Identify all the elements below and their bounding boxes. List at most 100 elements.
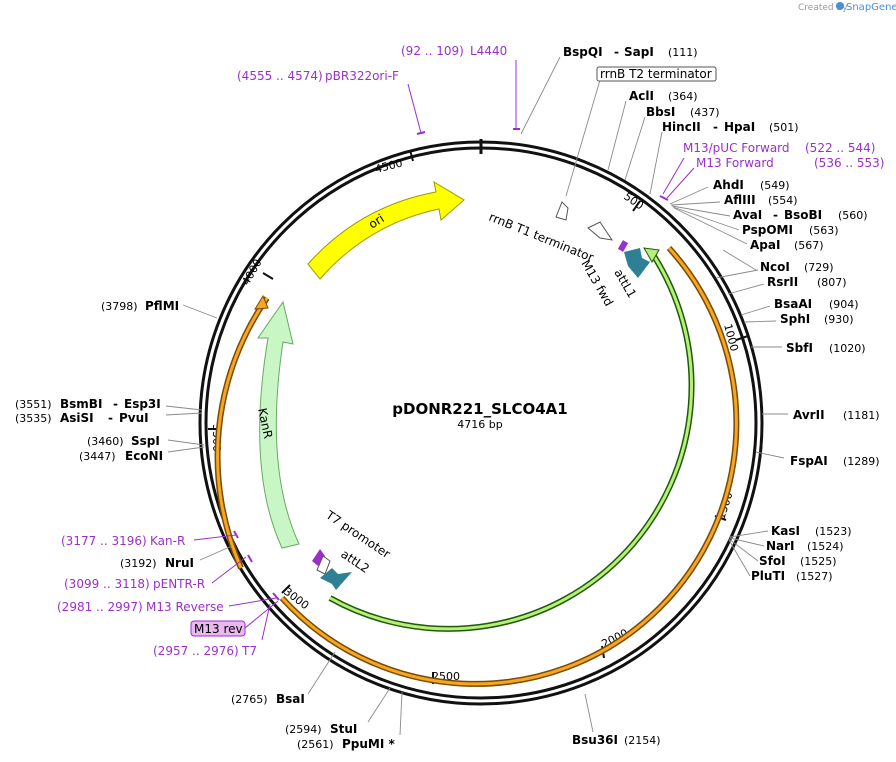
enzyme-apai-name: ApaI (750, 238, 780, 252)
enzyme-sfoi-pos: (1525) (800, 555, 837, 568)
m13-rev-label: M13 rev (194, 622, 243, 636)
primer-mark-m13rev (272, 592, 280, 601)
enzyme-leader-nrui (199, 545, 233, 561)
primer-t7-range: (2957 .. 2976) (153, 644, 239, 658)
enzyme-asisi-sep: - (108, 411, 113, 425)
rrnb-t1-label: rrnB T1 terminator (487, 210, 596, 265)
enzyme-leader-kasi (729, 530, 769, 538)
enzyme-rsrii-name: RsrII (767, 275, 798, 289)
enzyme-bspqi-second: SapI (624, 45, 654, 59)
enzyme-bsu36i-pos: (2154) (624, 734, 661, 747)
enzyme-afliii-pos: (554) (768, 194, 798, 207)
enzyme-leader-sphi (743, 320, 777, 323)
enzyme-hincii-sep: - (713, 120, 718, 134)
enzyme-leader-nari (729, 537, 765, 547)
t7-promoter-icon (316, 555, 331, 575)
enzyme-cluster-1525 (728, 530, 769, 577)
enzyme-leader-afliii (670, 201, 721, 206)
enzyme-ahdi-name: AhdI (713, 178, 744, 192)
enzyme-bsmbi-pos: (3551) (15, 398, 52, 411)
enzyme-econi-name: EcoNI (125, 449, 163, 463)
primer-l4440-name: L4440 (470, 44, 507, 58)
kanr-label: KanR (255, 407, 275, 440)
enzyme-nari-name: NarI (766, 539, 795, 553)
enzyme-fspai-pos: (1289) (843, 455, 880, 468)
enzyme-leader-bsu36i (584, 693, 594, 733)
tick-4000 (262, 272, 274, 280)
primer-m13fwd-name: M13 Forward (696, 156, 774, 170)
enzyme-nari-pos: (1524) (807, 540, 844, 553)
primer-m13rev-range: (2981 .. 2997) (57, 600, 143, 614)
tick-1000 (735, 335, 749, 341)
enzyme-avrii-pos: (1181) (843, 409, 880, 422)
orf-green-arrow (643, 247, 660, 263)
enzyme-ahdi-pos: (549) (760, 179, 790, 192)
t7-promoter-label: T7 promoter (322, 507, 392, 561)
ori-feature (307, 180, 465, 280)
enzyme-pspomi-name: PspOMI (742, 223, 793, 237)
plasmid-name: pDONR221_SLCO4A1 (392, 400, 567, 418)
primer-leader-t7 (261, 603, 271, 641)
enzyme-bsaai-pos: (904) (829, 298, 859, 311)
enzyme-leader-ncoi-2 (722, 249, 757, 271)
enzyme-hincii-second: HpaI (724, 120, 755, 134)
snapgene-logo-icon (836, 2, 844, 10)
enzyme-sbfi-pos: (1020) (829, 342, 866, 355)
primer-mark-pbr (416, 131, 426, 135)
enzyme-asisi-name: AsiSI (60, 411, 94, 425)
enzyme-bsu36i-name: Bsu36I (572, 733, 618, 747)
primer-m13fwd-range: (536 .. 553) (814, 156, 884, 170)
enzyme-leader-bbsi (624, 116, 646, 181)
primer-leader-m13puc (662, 157, 685, 195)
enzyme-avai-sep: - (773, 208, 778, 222)
enzyme-pflmi-name: PflMI (145, 299, 179, 313)
enzyme-leader-apai (673, 207, 748, 245)
enzyme-acli-pos: (364) (668, 90, 698, 103)
enzyme-econi-pos: (3447) (79, 450, 116, 463)
enzyme-bspqi-sep: - (614, 45, 619, 59)
enzyme-sphi-pos: (930) (824, 313, 854, 326)
enzyme-leader-bspqi (520, 56, 561, 135)
tick-4500 (409, 149, 414, 162)
orf-green-arc-fill (329, 249, 694, 631)
m13-fwd-label: M13 fwd (578, 258, 616, 309)
enzyme-nrui-pos: (3192) (120, 557, 157, 570)
enzyme-leader-sspi (167, 439, 205, 446)
enzyme-avai-second: BsoBI (784, 208, 822, 222)
enzyme-sbfi-name: SbfI (786, 341, 813, 355)
primer-pentr-name: pENTR-R (153, 577, 205, 591)
enzyme-leader-acli (607, 100, 627, 171)
enzyme-bspqi-name: BspQI (563, 45, 603, 59)
kanr-feature (257, 300, 300, 549)
enzyme-sspi-name: SspI (131, 434, 160, 448)
rrnb-t2-leader (565, 79, 601, 197)
enzyme-stui-name: StuI (330, 722, 357, 736)
primer-leader-m13fwd (666, 167, 695, 199)
attl2-feature (320, 568, 352, 590)
primer-pentr-range: (3099 .. 3118) (64, 577, 150, 591)
enzyme-avai-name: AvaI (733, 208, 762, 222)
enzyme-apai-pos: (567) (794, 239, 824, 252)
enzyme-stui-pos: (2594) (285, 723, 322, 736)
primer-m13rev-name: M13 Reverse (146, 600, 224, 614)
enzyme-leader-ppumi (399, 691, 403, 736)
enzymes: BspQI - SapI (111) AclI (364) BbsI (437)… (15, 45, 880, 751)
enzyme-pluti-name: PluTI (751, 569, 785, 583)
enzyme-sphi-name: SphI (780, 312, 810, 326)
orf-orange-arc-fill (280, 246, 738, 686)
enzyme-avrii-name: AvrII (793, 408, 825, 422)
primer-leader-pentr (211, 556, 247, 584)
primer-t7-name: T7 (241, 644, 257, 658)
enzyme-pspomi-pos: (563) (809, 224, 839, 237)
primer-leader-m13rev-box (244, 600, 279, 629)
enzyme-leader-pflmi (182, 304, 218, 319)
enzyme-avai-pos: (560) (838, 209, 868, 222)
attl2-label: attL2 (338, 547, 372, 576)
rrnb-t2-label: rrnB T2 terminator (600, 67, 712, 81)
primer-m13puc-name: M13/pUC Forward (683, 141, 790, 155)
tick-label-4500: 4500 (374, 157, 404, 176)
plasmid-size: 4716 bp (457, 418, 502, 431)
enzyme-leader-pluti (728, 539, 751, 577)
primer-kanr-name: Kan-R (150, 534, 185, 548)
